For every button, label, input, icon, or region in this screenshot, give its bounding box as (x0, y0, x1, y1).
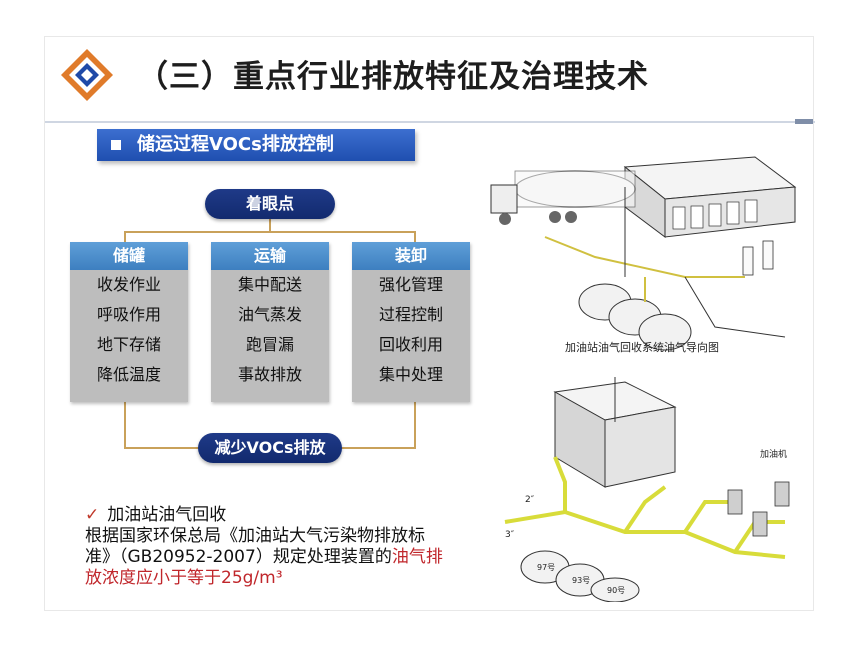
dispenser-label: 加油机 (760, 448, 787, 460)
title-divider-accent (795, 119, 813, 124)
note-heading: 加油站油气回收 (107, 505, 227, 525)
gas-station-illustration (490, 156, 797, 351)
column-header: 运输 (211, 242, 329, 270)
column-item: 地下存储 (96, 335, 161, 354)
pipe-size-label: 2″ (525, 495, 535, 505)
connector-bottom-right (414, 402, 416, 449)
section-banner: 储运过程VOCs排放控制 (97, 129, 415, 161)
outcome-pill: 减少VOCs排放 (198, 433, 342, 463)
page-title: （三）重点行业排放特征及治理技术 (137, 59, 649, 95)
section-banner-label: 储运过程VOCs排放控制 (137, 134, 334, 155)
column-item: 回收利用 (378, 335, 443, 354)
connector-bottom-left (124, 402, 126, 449)
control-diagram: 着眼点 储罐 收发作业 呼吸作用 地下存储 降低温度 运输 集中配送 油气蒸发 … (70, 177, 490, 477)
pipe-size-label: 3″ (505, 530, 515, 540)
note-emphasis-line: 放浓度应小于等于25g/m³ (85, 568, 283, 588)
column-loading: 装卸 强化管理 过程控制 回收利用 集中处理 (352, 242, 470, 402)
note-line: 根据国家环保总局《加油站大气污染物排放标 (85, 526, 425, 546)
note-block: ✓ 加油站油气回收 根据国家环保总局《加油站大气污染物排放标 准》（GB20952… (85, 505, 515, 589)
tank-label: 93号 (572, 576, 590, 585)
column-transport: 运输 集中配送 油气蒸发 跑冒漏 事故排放 (211, 242, 329, 402)
column-item: 油气蒸发 (237, 305, 302, 324)
connector-top-right (414, 231, 416, 243)
column-item: 强化管理 (378, 275, 443, 294)
note-heading-line: ✓ 加油站油气回收 (85, 505, 515, 526)
logo-icon (61, 49, 113, 101)
check-icon: ✓ (85, 505, 100, 525)
column-item: 事故排放 (237, 365, 302, 384)
tank-label: 90号 (607, 586, 625, 595)
note-emphasis: 油气排 (391, 547, 443, 567)
note-line: 准》（GB20952-2007）规定处理装置的油气排 (85, 547, 515, 568)
column-storage: 储罐 收发作业 呼吸作用 地下存储 降低温度 (70, 242, 188, 402)
title-divider (45, 121, 815, 123)
column-header: 装卸 (352, 242, 470, 270)
column-item: 过程控制 (378, 305, 443, 324)
column-item: 集中处理 (378, 365, 443, 384)
vapor-recovery-diagram: 加油机 97号 93号 90号 2″ 3″ (504, 377, 790, 602)
focus-pill: 着眼点 (205, 189, 335, 219)
slide: （三）重点行业排放特征及治理技术 储运过程VOCs排放控制 着眼点 储罐 收发作… (44, 36, 815, 611)
illustration-caption: 加油站油气回收系统油气导向图 (565, 341, 719, 354)
column-header: 储罐 (70, 242, 188, 270)
tank-label: 97号 (537, 563, 555, 572)
column-item: 收发作业 (96, 275, 161, 294)
square-bullet-icon (111, 140, 121, 150)
note-text: 准》（GB20952-2007）规定处理装置的 (85, 547, 392, 567)
column-item: 集中配送 (237, 275, 302, 294)
column-item: 跑冒漏 (245, 335, 294, 354)
connector-top-center (269, 217, 271, 233)
column-item: 呼吸作用 (96, 305, 161, 324)
column-item: 降低温度 (96, 365, 161, 384)
connector-top-left (124, 231, 126, 243)
